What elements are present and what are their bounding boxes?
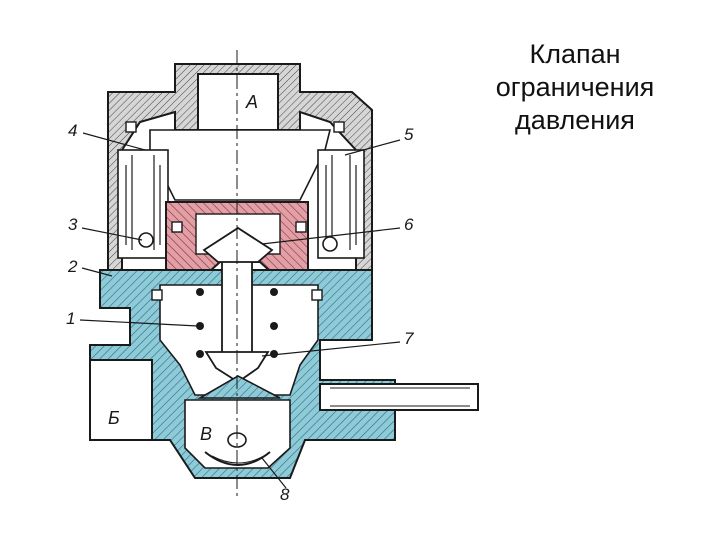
label-3: 3 [68, 215, 78, 234]
label-5: 5 [404, 125, 414, 144]
label-port-b: Б [108, 408, 120, 428]
title-line-2: ограничения [495, 72, 655, 102]
label-7: 7 [404, 329, 414, 348]
title-line-3: давления [515, 105, 635, 135]
label-2: 2 [67, 257, 78, 276]
diaphragm-inner [211, 455, 265, 464]
seal-left-top [125, 121, 137, 133]
seal-right-top [333, 121, 345, 133]
lower-valve-head [204, 351, 270, 384]
label-1: 1 [66, 309, 75, 328]
label-6: 6 [404, 215, 414, 234]
right-ball [322, 236, 338, 252]
slide-title: Клапан ограничения давления [470, 38, 680, 137]
label-port-a: А [245, 92, 258, 112]
label-chamber-v: В [200, 424, 212, 444]
label-4: 4 [68, 121, 77, 140]
upper-valve-head [202, 226, 274, 263]
left-spring [125, 155, 161, 250]
port-b [89, 359, 153, 441]
bolt-thread [330, 387, 470, 407]
port-a-opening [197, 73, 279, 131]
inner-chamber-top [149, 129, 332, 201]
small-seals [151, 221, 323, 301]
leader-lines [79, 132, 401, 489]
seal-dots [196, 288, 278, 358]
lower-cone [197, 375, 281, 399]
title-line-1: Клапан [529, 39, 621, 69]
label-8: 8 [280, 485, 290, 504]
